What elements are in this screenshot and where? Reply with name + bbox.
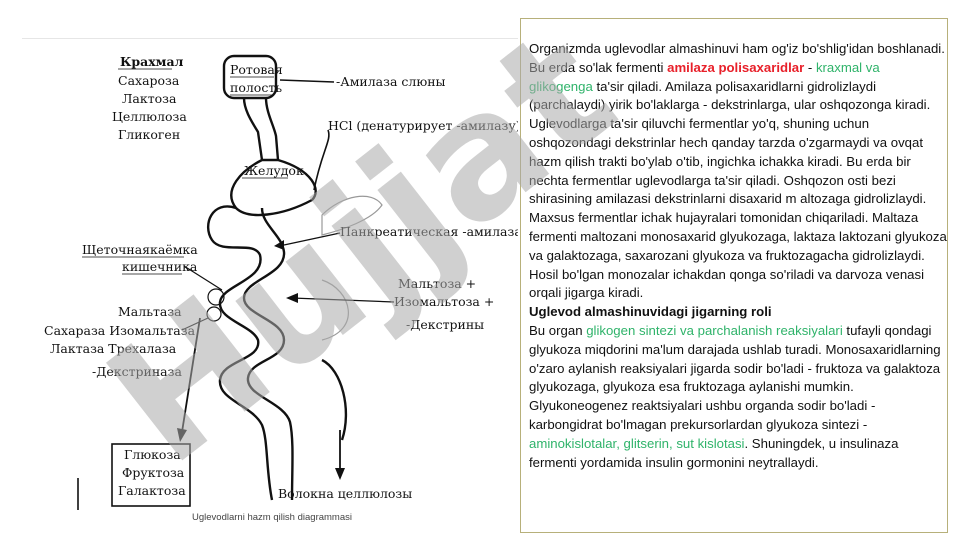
intestine-shape xyxy=(207,205,274,501)
paragraph-2: Maxsus fermentlar ichak hujayralari tomo… xyxy=(529,210,947,301)
paragraph-3: Bu organ glikogen sintezi va parchalanis… xyxy=(529,322,947,397)
p3-highlight-green: glikogen sintezi va parchalanish reaksiy… xyxy=(586,322,843,338)
mono-glucose: Глюкоза xyxy=(124,447,181,462)
label-brush-border-2: кишечника xyxy=(122,259,198,274)
diagram-caption: Uglevodlarni hazm qilish diagrammasi xyxy=(192,512,352,523)
digestion-diagram: Крахмал Сахароза Лактоза Целлюлоза Глико… xyxy=(22,40,518,510)
label-brush-border-1: Щеточнаякаёмка xyxy=(82,242,198,257)
mouth-label-2: полость xyxy=(230,80,282,95)
enzyme-sucrase-isomaltase: Сахараза Изомальтаза xyxy=(44,323,196,338)
p4-text-b: . Shuningdek, u insulinaza fermenti yord… xyxy=(529,435,899,470)
enzyme-lactase-trehalase: Лактаза Трехалаза xyxy=(50,341,177,356)
diagram-starch: Крахмал xyxy=(120,54,184,69)
p4-text-a: Glyukoneogenez reaktsiyalari ushbu organ… xyxy=(529,398,876,432)
label-pancreatic-amylase: Панкреатическая -амилаза xyxy=(340,224,518,239)
enzyme-maltase: Мальтаза xyxy=(118,304,182,319)
p3-text-a: Bu organ xyxy=(529,322,587,338)
product-dextrins: -Декстрины xyxy=(406,317,484,332)
p1-text-b: - xyxy=(804,59,816,75)
text-box: Organizmda uglevodlar almashinuvi ham og… xyxy=(520,18,948,533)
p3-text-b: tufayli qondagi glyukoza miqdorini ma'lu… xyxy=(529,322,941,395)
diagram-cellulose: Целлюлоза xyxy=(112,109,187,124)
p1-text-c: ta'sir qiladi. Amilaza polisaxaridlarni … xyxy=(529,78,931,207)
paragraph-1: Organizmda uglevodlar almashinuvi ham og… xyxy=(529,40,947,209)
monosaccharide-box xyxy=(111,443,191,507)
label-cellulose-fiber: Волокна целлюлозы xyxy=(278,486,412,501)
paragraph-4: Glyukoneogenez reaktsiyalari ushbu organ… xyxy=(529,397,947,472)
mono-fructose: Фруктоза xyxy=(122,465,185,480)
p1-highlight-red: amilaza polisaxaridlar xyxy=(667,59,805,75)
p1-highlight-green: kraxmal va glikogenga xyxy=(529,59,880,94)
divider xyxy=(22,38,518,39)
stomach-shape xyxy=(230,158,317,217)
diagram-lactose: Лактоза xyxy=(122,91,177,106)
diagram-glycogen: Гликоген xyxy=(118,127,180,142)
digestion-diagram-svg: Крахмал Сахароза Лактоза Целлюлоза Глико… xyxy=(44,54,518,510)
label-salivary-amylase: -Амилаза слюны xyxy=(336,74,446,89)
label-hcl: HCl (денатурирует -амилазу) xyxy=(328,118,518,133)
p4-highlight-green: aminokislotalar, glitserin, sut kislotas… xyxy=(529,435,745,451)
enzyme-dextrinase: -Декстриназа xyxy=(92,364,182,379)
product-maltose: Мальтоза + xyxy=(398,276,476,291)
p1-text-a: Organizmda uglevodlar almashinuvi ham og… xyxy=(529,41,945,75)
product-isomaltose: Изомальтоза + xyxy=(394,294,494,309)
mouth-label-1: Ротовая xyxy=(230,62,283,77)
mouth-shape xyxy=(222,54,278,100)
section-heading: Uglevod almashinuvidagi jigarning roli xyxy=(529,304,772,320)
diagram-sucrose: Сахароза xyxy=(118,73,180,88)
mono-galactose: Галактоза xyxy=(118,483,186,498)
label-stomach: Желудок xyxy=(244,163,304,178)
